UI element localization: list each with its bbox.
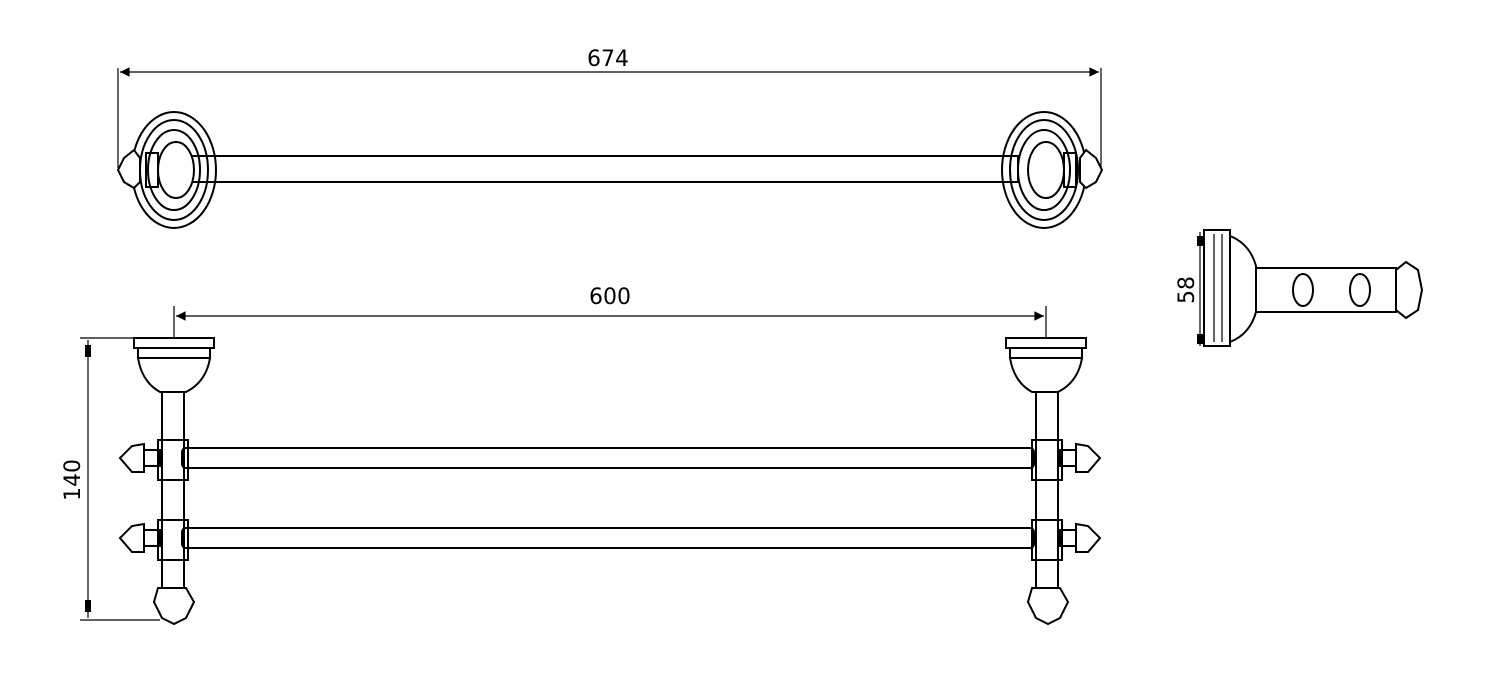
- lower-bar: [181, 527, 1035, 549]
- left-post: [118, 337, 215, 626]
- mount-base: [1229, 235, 1257, 343]
- right-post: [1005, 337, 1102, 626]
- left-rosette: [116, 111, 217, 229]
- upper-bar: [181, 447, 1035, 469]
- dim-140-label: 140: [61, 459, 86, 501]
- towel-bar: [187, 155, 1019, 183]
- dim-600-label: 600: [589, 285, 631, 310]
- wall-plate: [1203, 229, 1231, 347]
- front-view: 600 140: [61, 285, 1102, 626]
- side-arm: [1255, 267, 1397, 313]
- dim-674-label: 674: [587, 47, 629, 72]
- side-view: 58: [1175, 229, 1424, 347]
- dim-58-label: 58: [1175, 276, 1200, 304]
- top-view: 674: [116, 47, 1104, 229]
- right-rosette: [1001, 111, 1104, 229]
- side-end-knob: [1395, 260, 1424, 320]
